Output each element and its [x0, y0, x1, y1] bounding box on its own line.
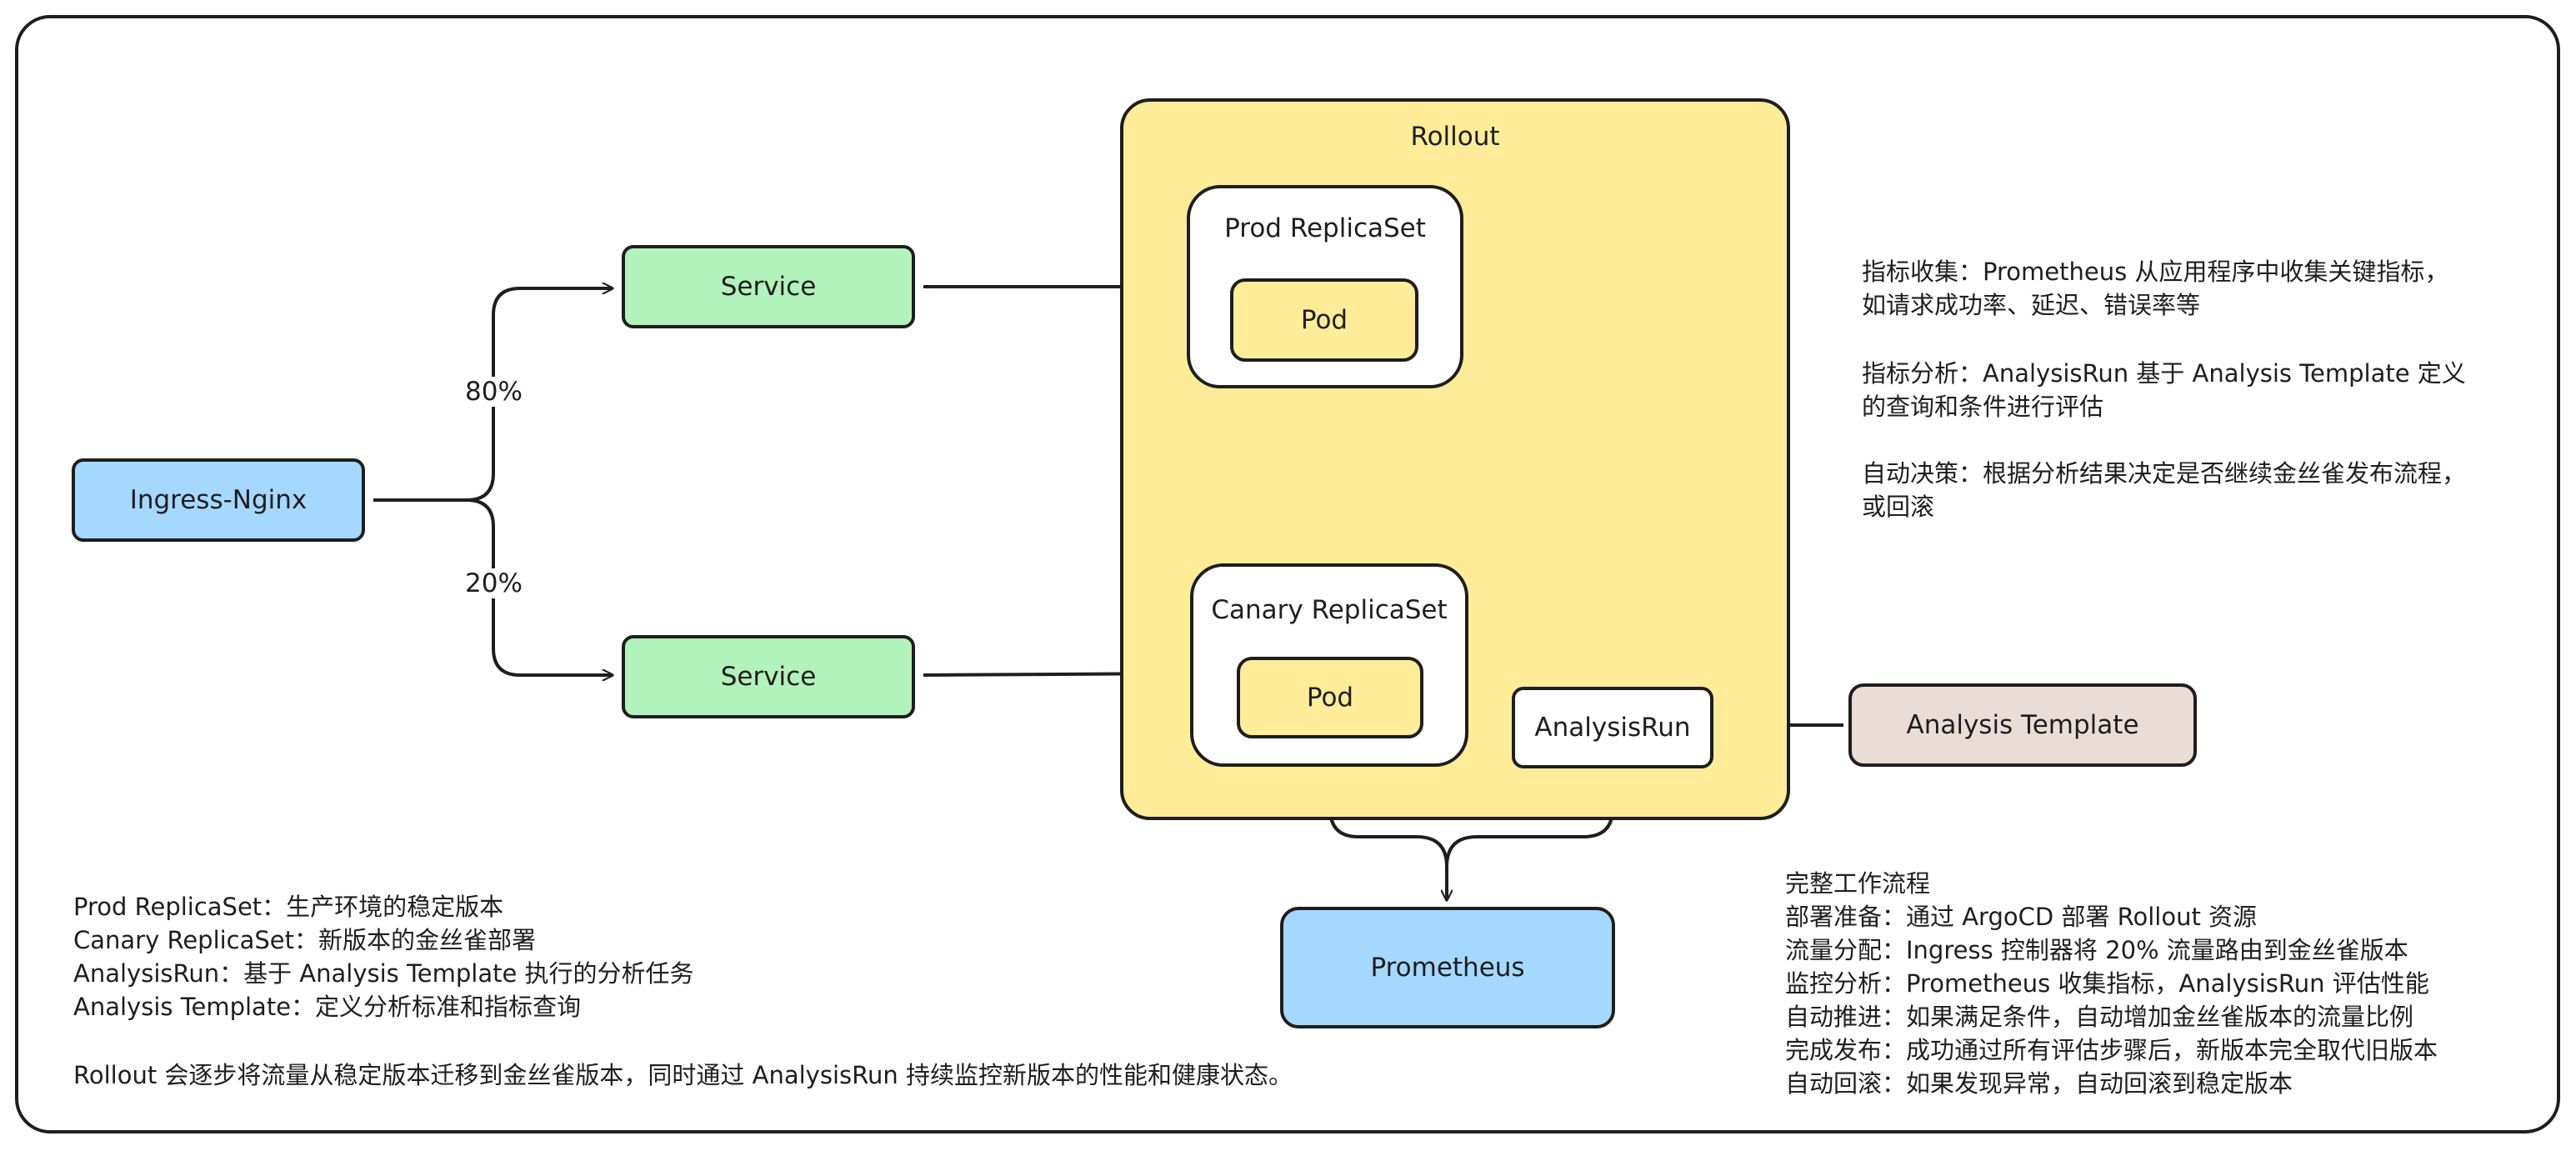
workflow-step: 流量分配：Ingress 控制器将 20% 流量路由到金丝雀版本 — [1785, 936, 2408, 964]
service-bottom-label: Service — [720, 662, 817, 692]
prod-replicaset-label: Prod ReplicaSet — [1224, 213, 1426, 243]
legend-line: Prod ReplicaSet：生产环境的稳定版本 — [73, 893, 504, 921]
legend-line: Canary ReplicaSet：新版本的金丝雀部署 — [73, 926, 537, 954]
rollout-title: Rollout — [1410, 122, 1500, 152]
note-line: 的查询和条件进行评估 — [1862, 393, 2104, 421]
note-line: 自动决策：根据分析结果决定是否继续金丝雀发布流程， — [1862, 459, 2467, 488]
workflow-step: 部署准备：通过 ArgoCD 部署 Rollout 资源 — [1785, 903, 2258, 931]
workflow-title: 完整工作流程 — [1785, 869, 1931, 898]
analysis-template-label: Analysis Template — [1906, 710, 2139, 740]
canary-pod-label: Pod — [1306, 683, 1354, 713]
workflow-step: 自动回滚：如果发现异常，自动回滚到稳定版本 — [1785, 1069, 2293, 1098]
note-line: 如请求成功率、延迟、错误率等 — [1862, 291, 2201, 319]
ingress-nginx-node: Ingress-Nginx — [72, 458, 365, 542]
note-line: 指标收集：Prometheus 从应用程序中收集关键指标， — [1862, 258, 2449, 286]
legend-line: Analysis Template：定义分析标准和指标查询 — [73, 993, 582, 1021]
prometheus-label: Prometheus — [1370, 953, 1525, 983]
analysis-template-node: Analysis Template — [1848, 683, 2197, 767]
prometheus-node: Prometheus — [1280, 907, 1615, 1028]
edge-analysisrun-prometheus — [1447, 775, 1614, 900]
workflow-step: 完成发布：成功通过所有评估步骤后，新版本完全取代旧版本 — [1785, 1036, 2438, 1064]
service-bottom-node: Service — [622, 635, 915, 718]
canary-pod: Pod — [1237, 657, 1423, 738]
analysisrun-node: AnalysisRun — [1512, 687, 1713, 768]
edge-prometheus-canary — [1330, 772, 1448, 900]
prod-pod: Pod — [1230, 278, 1418, 362]
weight-label-bottom: 20% — [462, 568, 526, 598]
outer-frame — [15, 15, 2560, 1133]
summary-text: Rollout 会逐步将流量从稳定版本迁移到金丝雀版本，同时通过 Analysi… — [73, 1061, 1293, 1089]
service-top-node: Service — [622, 245, 915, 328]
service-top-label: Service — [720, 272, 817, 302]
ingress-nginx-label: Ingress-Nginx — [129, 485, 308, 515]
prod-pod-label: Pod — [1300, 305, 1348, 335]
weight-label-top: 80% — [462, 377, 526, 407]
analysisrun-label: AnalysisRun — [1534, 713, 1691, 743]
legend-line: AnalysisRun：基于 Analysis Template 执行的分析任务 — [73, 959, 694, 988]
canary-replicaset-label: Canary ReplicaSet — [1211, 595, 1448, 625]
workflow-step: 自动推进：如果满足条件，自动增加金丝雀版本的流量比例 — [1785, 1003, 2414, 1031]
note-line: 指标分析：AnalysisRun 基于 Analysis Template 定义 — [1862, 359, 2466, 388]
workflow-step: 监控分析：Prometheus 收集指标，AnalysisRun 评估性能 — [1785, 969, 2429, 998]
note-line: 或回滚 — [1862, 493, 1935, 521]
